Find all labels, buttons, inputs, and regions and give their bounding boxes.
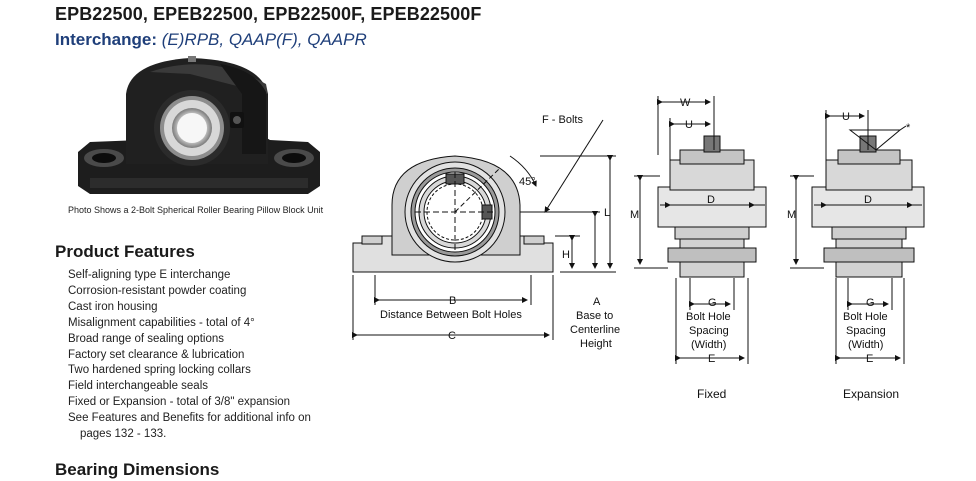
- front-a-label: A: [593, 296, 601, 308]
- expansion-m-label: M: [787, 209, 796, 221]
- front-l-label: L: [604, 207, 610, 219]
- feature-item: Self-aligning type E interchange: [68, 269, 231, 281]
- feature-item: Factory set clearance & lubrication: [68, 348, 245, 361]
- fixed-g-desc-2: Spacing: [689, 325, 729, 337]
- fixed-g-label: G: [708, 297, 717, 309]
- page-title: EPB22500, EPEB22500, EPB22500F, EPEB2250…: [55, 4, 482, 24]
- front-b-label: B: [449, 295, 456, 307]
- product-features-list: Self-aligning type E interchange Corrosi…: [68, 268, 311, 443]
- bearing-dimensions-heading: Bearing Dimensions: [55, 460, 220, 479]
- front-c-label: C: [448, 330, 456, 342]
- photo-caption: Photo Shows a 2-Bolt Spherical Roller Be…: [68, 205, 324, 215]
- front-view: F - Bolts 45° L H B Distance Between Bol…: [352, 114, 620, 350]
- front-angle-label: 45°: [519, 176, 536, 188]
- front-h-label: H: [562, 249, 570, 261]
- expansion-g-desc-3: (Width): [848, 339, 883, 351]
- front-a-desc-1: Base to: [576, 310, 613, 322]
- fixed-side-view: W U M D G Bolt Hole Spacing (Width) E Fi…: [630, 96, 767, 401]
- expansion-side-view: U * M D G Bolt Hole Spacing (Width) E Ex…: [787, 110, 925, 401]
- expansion-e-label: E: [866, 353, 873, 365]
- pillow-block-photo: [78, 56, 320, 194]
- fixed-u-label: U: [685, 119, 693, 131]
- interchange-label: Interchange:: [55, 30, 158, 49]
- expansion-g-label: G: [866, 297, 875, 309]
- feature-item: Field interchangeable seals: [68, 380, 209, 393]
- feature-item: Corrosion-resistant powder coating: [68, 284, 247, 297]
- expansion-caption: Expansion: [843, 387, 899, 401]
- front-a-desc-2: Centerline: [570, 324, 620, 336]
- expansion-star-label: *: [906, 122, 911, 134]
- fixed-w-label: W: [680, 97, 691, 109]
- feature-item-continuation: pages 132 - 133.: [80, 428, 167, 441]
- interchange-line: Interchange: (E)RPB, QAAP(F), QAAPR: [55, 30, 367, 50]
- product-features-heading: Product Features: [55, 242, 195, 261]
- fixed-g-desc-1: Bolt Hole: [686, 311, 731, 323]
- expansion-g-desc-1: Bolt Hole: [843, 311, 888, 323]
- feature-item: Broad range of sealing options: [68, 332, 224, 345]
- feature-item: See Features and Benefits for additional…: [68, 412, 311, 425]
- dimension-drawing: F - Bolts 45° L H B Distance Between Bol…: [352, 96, 925, 401]
- expansion-g-desc-2: Spacing: [846, 325, 886, 337]
- fixed-e-label: E: [708, 353, 715, 365]
- expansion-u-label: U: [842, 111, 850, 123]
- fixed-d-label: D: [707, 194, 715, 206]
- interchange-value: (E)RPB, QAAP(F), QAAPR: [161, 30, 367, 49]
- feature-item: Cast iron housing: [68, 300, 158, 313]
- front-a-desc-3: Height: [580, 338, 612, 350]
- front-f-bolts-label: F - Bolts: [542, 114, 583, 126]
- feature-item: Fixed or Expansion - total of 3/8" expan…: [68, 396, 291, 409]
- feature-item: Misalignment capabilities - total of 4°: [68, 316, 255, 329]
- fixed-g-desc-3: (Width): [691, 339, 726, 351]
- fixed-caption: Fixed: [697, 387, 726, 401]
- front-b-desc: Distance Between Bolt Holes: [380, 309, 522, 321]
- expansion-d-label: D: [864, 194, 872, 206]
- feature-item: Two hardened spring locking collars: [68, 364, 251, 377]
- fixed-m-label: M: [630, 209, 639, 221]
